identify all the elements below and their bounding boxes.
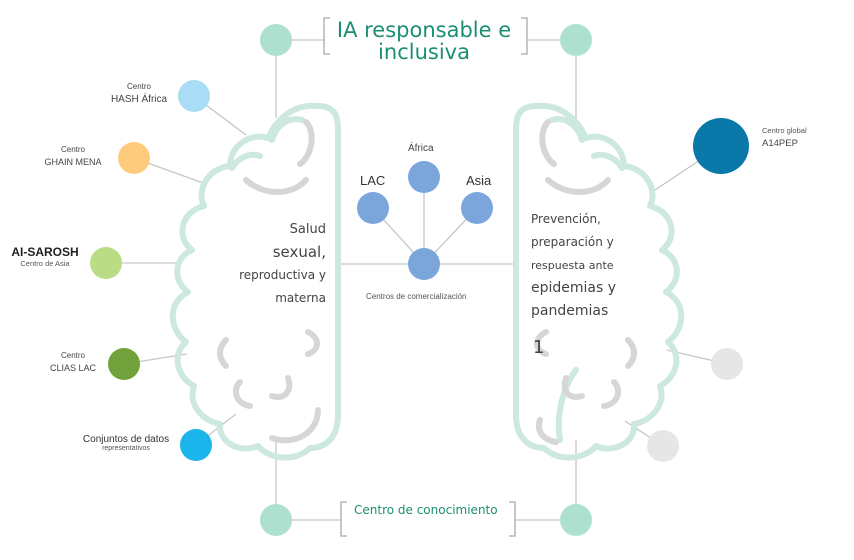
africa-region-node xyxy=(408,161,440,193)
ghain-mena-line-1: Centro xyxy=(60,145,85,154)
title-line-1: IA responsable e xyxy=(336,18,512,42)
bottom-left-node xyxy=(260,504,292,536)
right-brain-line-5: pandemias xyxy=(531,303,609,319)
right-brain-number: 1 xyxy=(533,337,545,358)
asia-label: Asia xyxy=(466,173,492,188)
global-center-line-1: Centro global xyxy=(762,126,807,135)
right-brain-folds xyxy=(534,119,637,445)
knowledge-center-label: Centro de conocimiento xyxy=(354,503,498,517)
commercialization-hub-node xyxy=(408,248,440,280)
grey-node-lower xyxy=(647,430,679,462)
asia-region-node xyxy=(461,192,493,224)
ai-sarosh-line-1: AI-SAROSH xyxy=(11,245,79,259)
datasets-label: Conjuntos de datos representativos xyxy=(74,434,178,452)
clias-lac-line-2: CLIAS LAC xyxy=(49,363,97,373)
grey-node-upper xyxy=(711,348,743,380)
left-brain-line-1: Salud xyxy=(289,222,326,237)
ai-sarosh-line-2: Centro de Asia xyxy=(20,259,70,268)
top-left-node xyxy=(260,24,292,56)
hash-africa-line-1: Centro xyxy=(126,82,151,91)
hash-africa-label: Centro HASH África xyxy=(96,80,182,106)
clias-lac-line-1: Centro xyxy=(60,351,85,360)
global-center-label: Centro global A14PEP xyxy=(762,126,807,149)
right-brain-line-1: Prevención, xyxy=(531,212,601,226)
left-brain-outline xyxy=(169,102,341,461)
right-brain-line-3: respuesta ante xyxy=(531,259,614,272)
title-line-2: inclusiva xyxy=(378,40,470,64)
lac-label: LAC xyxy=(360,173,386,188)
right-brain-line-4: epidemias y xyxy=(531,280,617,296)
page-title: IA responsable e inclusiva xyxy=(331,19,517,63)
ghain-mena-label: Centro GHAIN MENA xyxy=(30,143,116,169)
lac-region-node xyxy=(357,192,389,224)
title-brackets xyxy=(323,17,528,537)
global-center-node xyxy=(693,118,749,174)
right-brain-outline xyxy=(513,102,685,461)
top-right-node xyxy=(560,24,592,56)
left-brain-line-2: sexual, xyxy=(272,243,326,261)
africa-label: África xyxy=(408,143,434,154)
right-brain-text: Prevención, preparación y respuesta ante… xyxy=(531,208,616,323)
ghain-mena-line-2: GHAIN MENA xyxy=(44,157,102,167)
datasets-line-1: Conjuntos de datos xyxy=(82,434,170,445)
bottom-right-node xyxy=(560,504,592,536)
ai-sarosh-label: AI-SAROSH Centro de Asia xyxy=(6,245,84,268)
datasets-line-2: representativos xyxy=(102,445,150,452)
datasets-node xyxy=(180,429,212,461)
clias-lac-node xyxy=(108,348,140,380)
ghain-mena-node xyxy=(118,142,150,174)
global-center-line-2: A14PEP xyxy=(762,138,798,149)
hash-africa-node xyxy=(178,80,210,112)
left-brain-line-4: materna xyxy=(275,291,326,305)
clias-lac-label: Centro CLIAS LAC xyxy=(30,349,116,375)
hash-africa-line-2: HASH África xyxy=(110,94,168,105)
left-brain-text: Salud sexual, reproductiva y materna xyxy=(226,218,326,310)
hub-label: Centros de comercialización xyxy=(366,292,467,301)
right-brain-line-2: preparación y xyxy=(531,235,614,249)
left-brain-line-3: reproductiva y xyxy=(239,268,326,282)
left-brain-folds xyxy=(217,119,321,444)
ai-sarosh-node xyxy=(90,247,122,279)
